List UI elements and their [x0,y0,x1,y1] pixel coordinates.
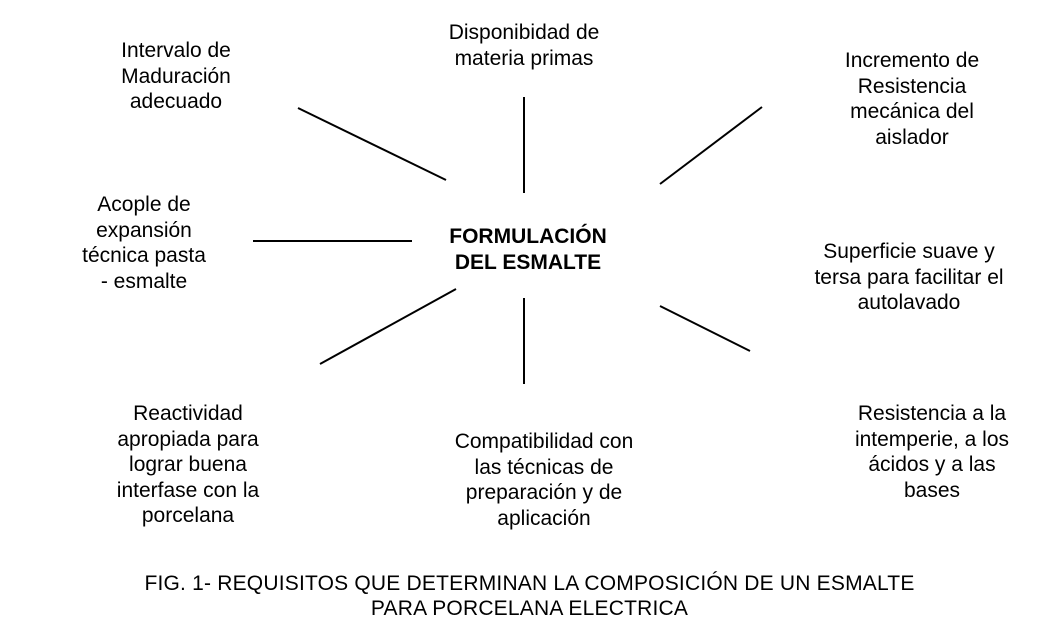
node-right-line-3: autolavado [857,291,961,314]
node-bottom-left-line-3: lograr buena [129,453,247,476]
node-left-line-3: técnica pasta [82,244,206,267]
node-top-left-line-3: adecuado [129,90,223,113]
figure-caption-line-2: PARA PORCELANA ELECTRICA [370,597,689,620]
node-bottom-right-line-2: intemperie, a los [854,427,1010,451]
node-left-line-1: Acople de [97,193,191,216]
node-bottom-line-1: Compatibilidad con [454,430,634,453]
node-bottom-left-line-5: porcelana [141,504,235,527]
node-bottom-right-line-1: Resistencia a la [857,402,1007,425]
node-top-right-line-1: Incremento de [844,49,980,72]
node-bottom-left-line-2: apropiada para [117,427,259,451]
node-top-right: Incremento de Resistencia mecánica del a… [797,48,1027,150]
node-top-left-line-2: Maduración [121,64,231,88]
node-right: Superficie suave y tersa para facilitar … [779,239,1039,316]
node-top-right-line-4: aislador [875,125,949,149]
central-concept-line-2: DEL ESMALTE [454,250,602,274]
node-right-line-2: tersa para facilitar el [814,265,1004,289]
node-left: Acople de expansión técnica pasta - esma… [44,192,244,294]
node-bottom-left-line-4: interfase con la [116,478,260,502]
node-bottom-left-line-1: Reactividad [133,402,243,425]
node-bottom: Compatibilidad con las técnicas de prepa… [414,429,674,531]
connector-bottom-right [659,305,751,352]
node-top-left-line-1: Intervalo de [121,39,231,62]
node-right-line-1: Superficie suave y [823,240,995,263]
central-concept: FORMULACIÓN DEL ESMALTE [420,224,636,275]
figure-caption: FIG. 1- REQUISITOS QUE DETERMINAN LA COM… [0,571,1059,621]
node-top-right-line-2: Resistencia [857,74,967,98]
node-bottom-right-line-3: ácidos y a las [868,453,996,476]
node-top-line-2: materia primas [454,46,594,70]
node-bottom-right-line-4: bases [903,478,961,502]
node-top: Disponibidad de materia primas [404,20,644,71]
node-left-line-2: expansión [96,218,192,242]
connector-bottom-left [319,288,457,365]
figure-caption-line-1: FIG. 1- REQUISITOS QUE DETERMINAN LA COM… [144,572,915,595]
central-concept-line-1: FORMULACIÓN [449,225,607,248]
node-left-line-4: - esmalte [100,269,188,293]
node-bottom-line-4: aplicación [497,506,591,530]
node-top-right-line-3: mecánica del [850,100,974,123]
node-bottom-left: Reactividad apropiada para lograr buena … [78,401,298,529]
node-top-left: Intervalo de Maduración adecuado [76,38,276,115]
node-bottom-right: Resistencia a la intemperie, a los ácido… [812,401,1052,503]
node-bottom-line-2: las técnicas de [474,455,614,479]
connector-top-right [659,106,763,185]
node-top-line-1: Disponibidad de [448,21,600,44]
node-bottom-line-3: preparación y de [465,481,623,504]
connector-top-left [297,107,447,181]
